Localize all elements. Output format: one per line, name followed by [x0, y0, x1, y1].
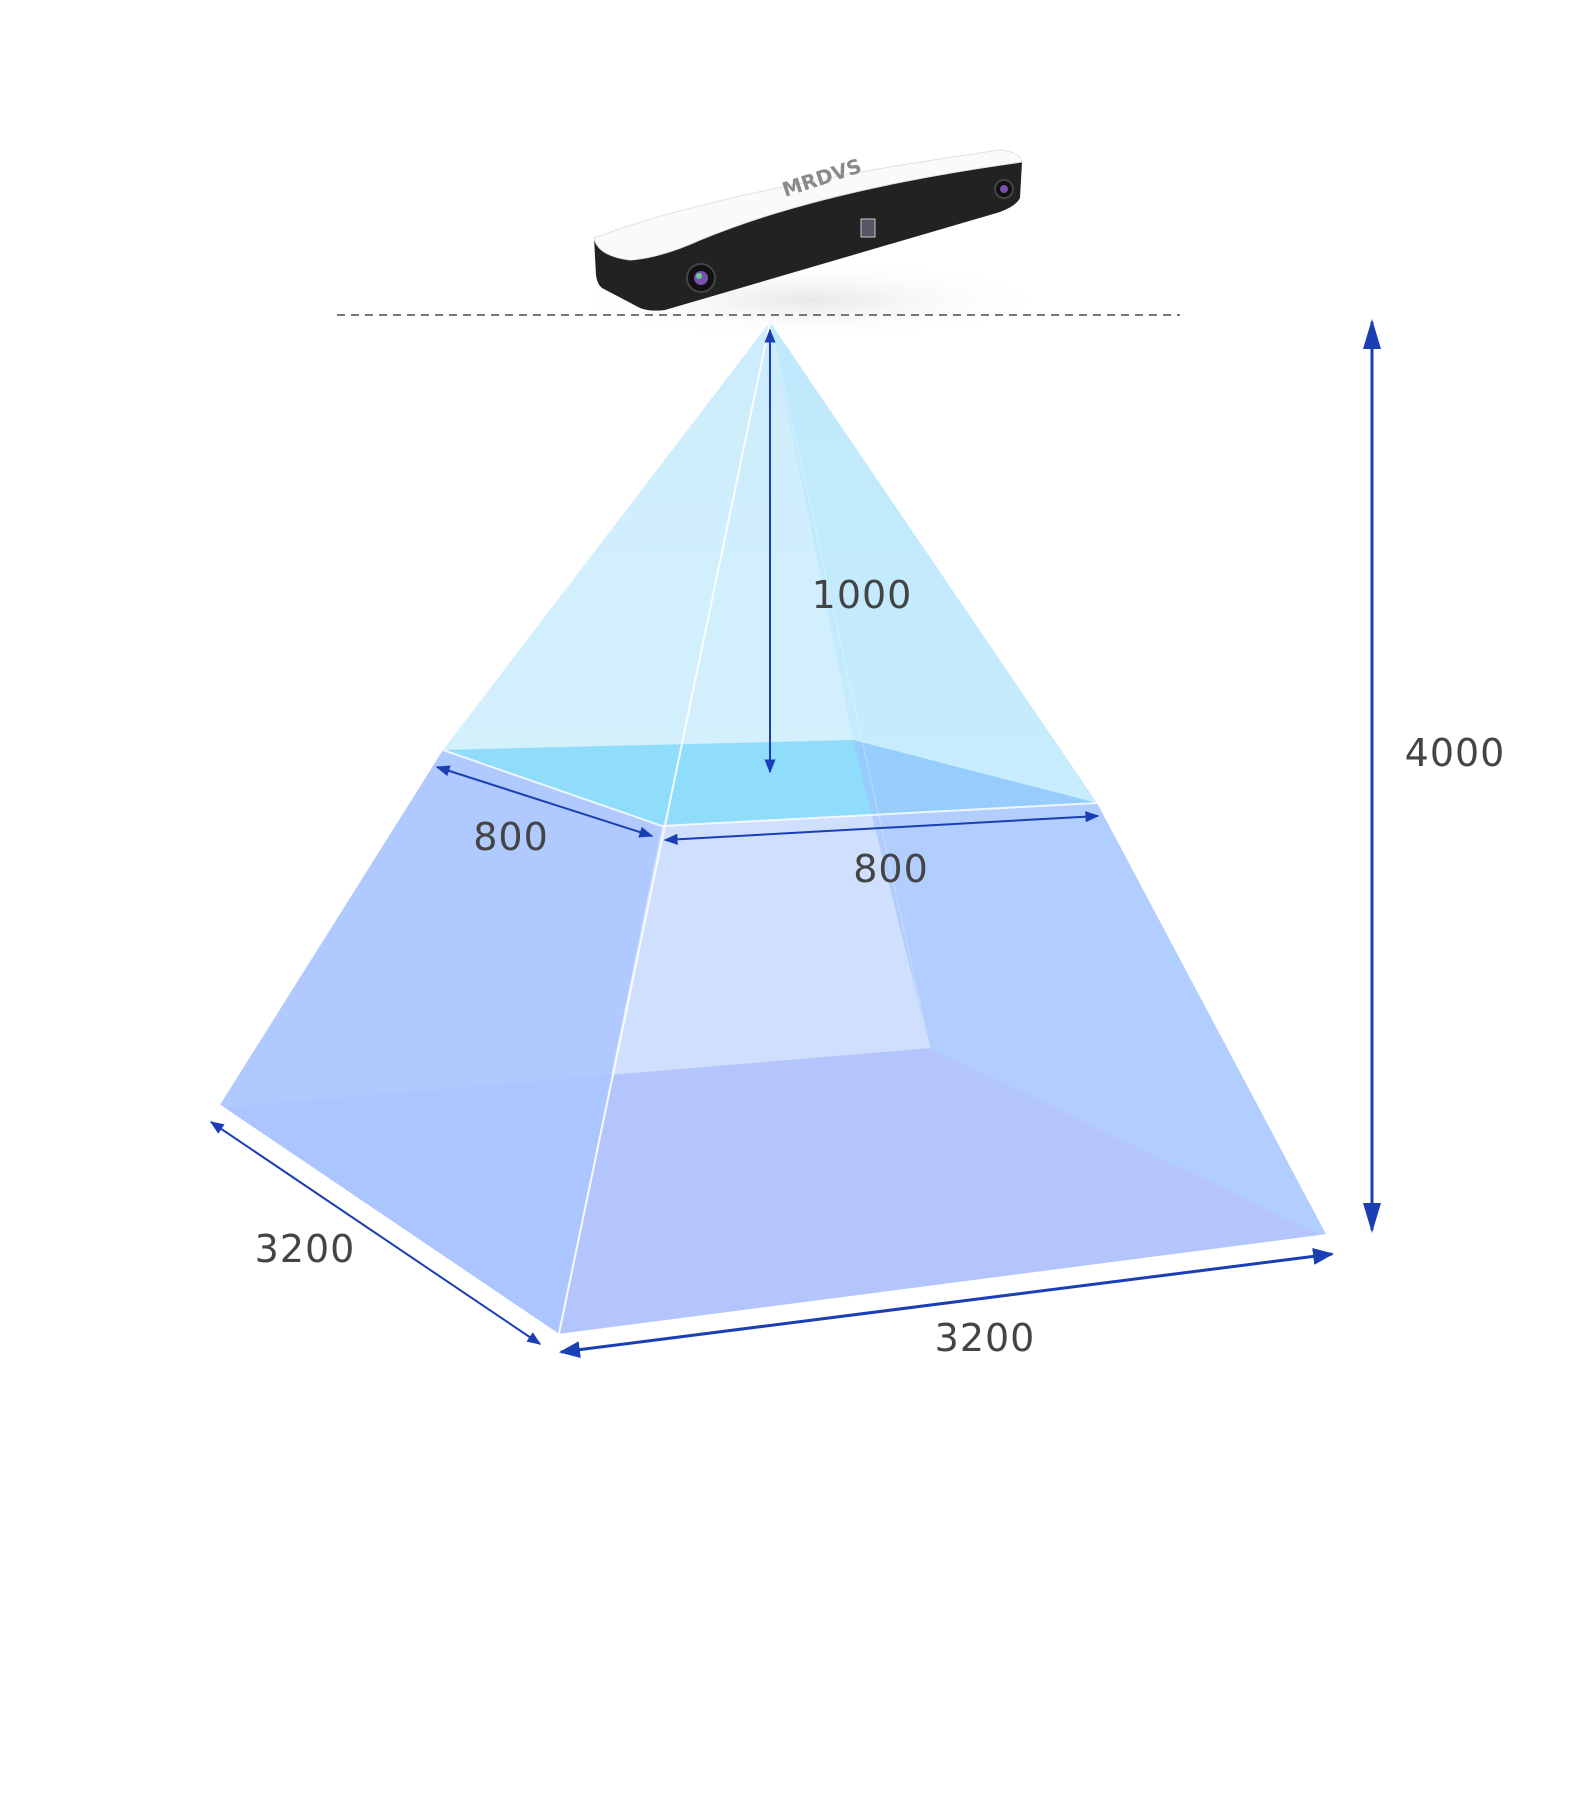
far-width-label: 3200 [935, 1316, 1036, 1360]
far-depth-label: 3200 [255, 1227, 356, 1271]
far-width-arrow [558, 1248, 1335, 1358]
total-height-label: 4000 [1405, 731, 1506, 775]
near-depth-label: 800 [473, 815, 549, 859]
far-depth-arrow [209, 1121, 542, 1345]
near-distance-label: 1000 [812, 573, 913, 617]
right-lens-icon [994, 179, 1014, 199]
near-depth-arrow [435, 765, 654, 838]
near-width-label: 800 [853, 847, 929, 891]
ir-sensor-icon [860, 218, 876, 238]
near-width-arrow [663, 811, 1100, 845]
left-lens-icon [686, 263, 716, 293]
depth-camera: MRDVS [560, 149, 1060, 340]
